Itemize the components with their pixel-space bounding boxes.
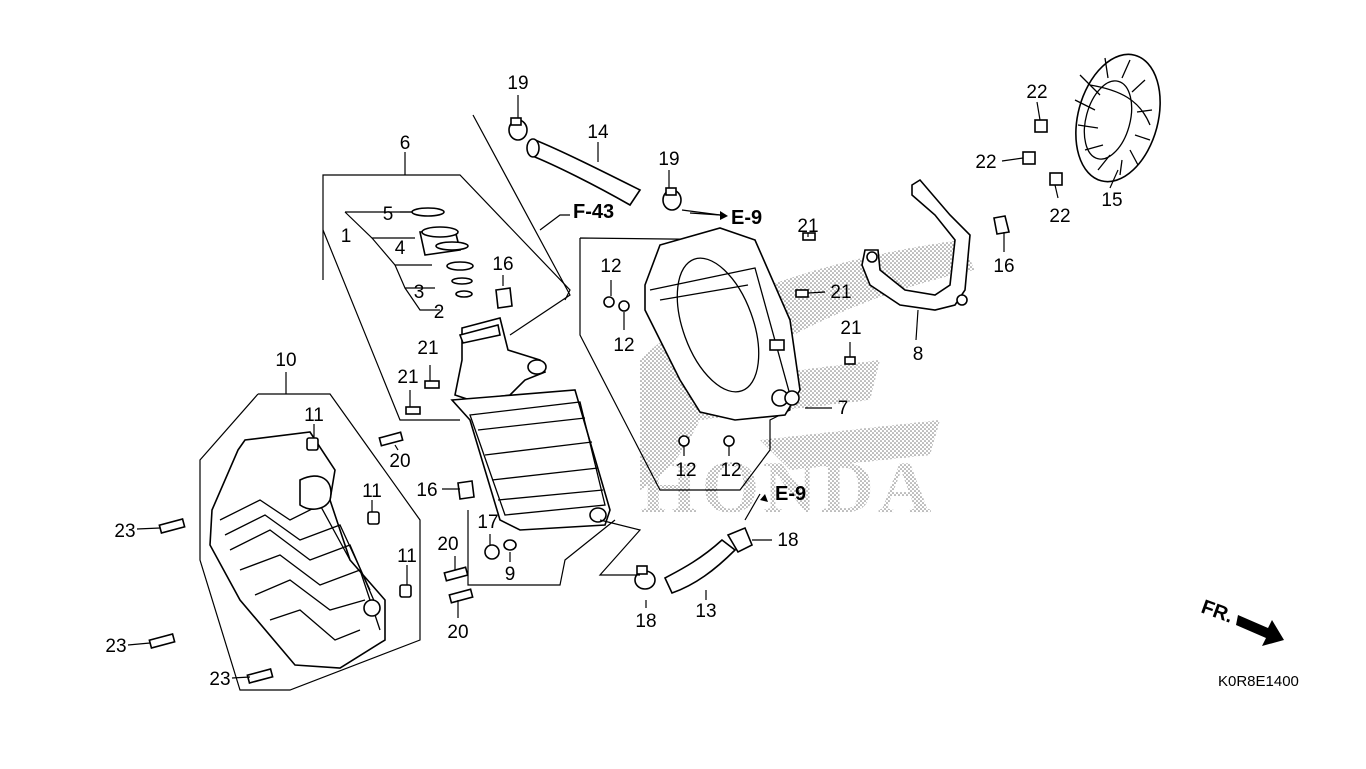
honda-watermark-text: HONDA	[640, 447, 935, 529]
ref-e9-bottom: E-9	[775, 483, 806, 505]
ref-e9-top: E-9	[731, 207, 762, 229]
group-brackets	[199, 114, 791, 691]
front-direction-indicator: FR.	[1198, 596, 1284, 646]
clamp-18-right	[726, 526, 754, 554]
callout-6: 6	[400, 133, 411, 154]
clip-16-center	[495, 287, 513, 309]
callout-18-left: 18	[635, 611, 656, 632]
bolt-22-top	[1034, 119, 1048, 133]
callout-15: 15	[1101, 190, 1122, 211]
bolt-23-mid	[148, 633, 176, 649]
callout-21-d: 21	[830, 282, 851, 303]
callout-3: 3	[414, 282, 425, 303]
callout-2: 2	[434, 302, 445, 323]
leader-lines	[127, 95, 1119, 679]
callout-13: 13	[695, 601, 716, 622]
callout-23-low: 23	[209, 669, 230, 690]
bolt-21-set	[405, 232, 856, 415]
diagram-code: K0R8E1400	[1218, 673, 1299, 690]
washer-9-drain-17	[484, 539, 517, 560]
front-arrow-icon	[1236, 615, 1284, 646]
callouts: 1 2 3 4 5 6 7 8 9 10 11 11 11 12 12 12 1…	[105, 73, 1122, 690]
bolt-20-mid	[443, 566, 469, 582]
callout-21-a: 21	[417, 338, 438, 359]
callout-1: 1	[341, 226, 352, 247]
radiator-cap-parts	[411, 207, 474, 298]
callout-12-b: 12	[613, 335, 634, 356]
callout-9: 9	[505, 564, 516, 585]
bolt-22-mid	[1022, 151, 1036, 165]
callout-19-top: 19	[507, 73, 528, 94]
bracket-8	[861, 178, 971, 311]
callout-11-top: 11	[304, 405, 324, 426]
radiator-cover-10	[209, 431, 386, 669]
callout-16-center: 16	[492, 254, 513, 275]
clamp-18-left	[634, 565, 656, 590]
callout-18-right: 18	[777, 530, 798, 551]
bolt-22-low	[1049, 172, 1063, 186]
callout-22-mid: 22	[975, 152, 996, 173]
callout-20-mid: 20	[437, 534, 458, 555]
grommet-11-low	[399, 584, 412, 598]
clamp-19-top	[508, 117, 528, 141]
front-label: FR.	[1198, 596, 1236, 628]
grommet-11-mid	[367, 511, 380, 525]
callout-22-low: 22	[1049, 206, 1070, 227]
callout-10: 10	[275, 350, 296, 371]
bolt-20-low	[448, 588, 474, 604]
callout-12-a: 12	[600, 256, 621, 277]
callout-21-c: 21	[797, 216, 818, 237]
callout-23-top: 23	[114, 521, 135, 542]
callout-12-c: 12	[675, 460, 696, 481]
clip-16-right	[993, 215, 1010, 235]
callout-16-right: 16	[993, 256, 1014, 277]
radiator-6	[450, 317, 611, 531]
bolt-20-top	[378, 431, 404, 447]
callout-12-d: 12	[720, 460, 741, 481]
nut-12-set	[603, 296, 735, 447]
bolt-23-low	[246, 668, 274, 684]
ref-e9-top-leader	[689, 212, 721, 216]
clamp-19-right	[662, 187, 682, 211]
callout-17: 17	[477, 512, 498, 533]
callout-21-b: 21	[397, 367, 418, 388]
shroud-7	[644, 227, 801, 421]
hose-14	[526, 138, 642, 207]
callout-16-left: 16	[416, 480, 437, 501]
callout-5: 5	[383, 204, 394, 225]
ref-f43: F-43	[573, 201, 614, 223]
callout-20-top: 20	[389, 451, 410, 472]
callout-4: 4	[395, 238, 406, 259]
callout-20-low: 20	[447, 622, 468, 643]
hose-13	[663, 538, 737, 594]
clip-16-left	[457, 480, 475, 500]
bolt-23-top	[158, 518, 186, 534]
callout-22-top: 22	[1026, 82, 1047, 103]
grommet-11-top	[306, 437, 319, 451]
cooling-fan-15	[1074, 53, 1161, 183]
callout-19-right: 19	[658, 149, 679, 170]
callout-14: 14	[587, 122, 609, 143]
ref-e9-top-arrow	[720, 211, 728, 220]
callout-11-low: 11	[397, 546, 417, 567]
callout-8: 8	[913, 344, 924, 365]
callout-23-mid: 23	[105, 636, 126, 657]
callout-11-mid: 11	[362, 481, 382, 502]
ref-e9-bottom-arrow	[760, 494, 768, 502]
callout-21-e: 21	[840, 318, 861, 339]
callout-7: 7	[838, 398, 849, 419]
